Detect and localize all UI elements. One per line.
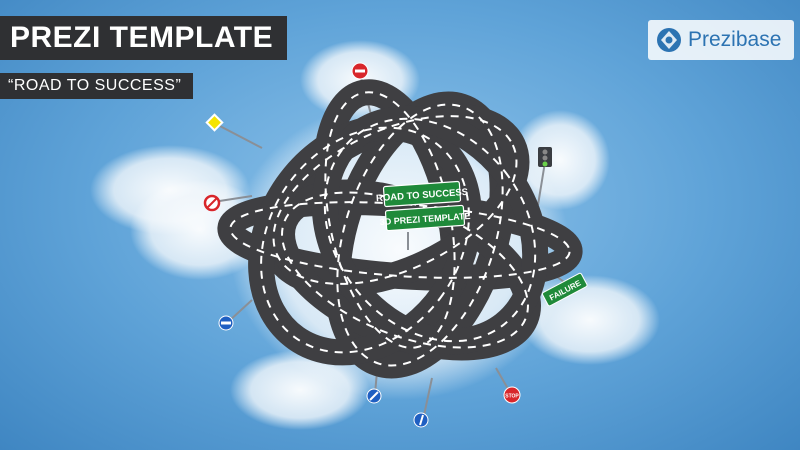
traffic-light-icon (538, 147, 552, 167)
prohibition-sign-icon (203, 194, 221, 212)
prezibase-logo-icon (657, 28, 681, 52)
brand-name: Prezibase (688, 28, 782, 51)
page-subtitle: “ROAD TO SUCCESS” (0, 73, 194, 99)
brand-badge[interactable]: Prezibase (648, 20, 794, 60)
no-entry-sign-icon (351, 62, 369, 80)
page-title: PREZI TEMPLATE (0, 16, 288, 60)
stop-sign-text: STOP (505, 394, 519, 400)
stop-sign-icon: STOP (503, 386, 521, 404)
priority-road-sign-icon (205, 113, 224, 132)
blue-direction-sign-icon (366, 388, 382, 404)
blue-direction-sign-icon (218, 315, 234, 331)
road-to-success-sign: ROAD TO SUCCESS 3D PREZI TEMPLATE (376, 180, 471, 250)
blue-direction-sign-icon (413, 412, 429, 428)
